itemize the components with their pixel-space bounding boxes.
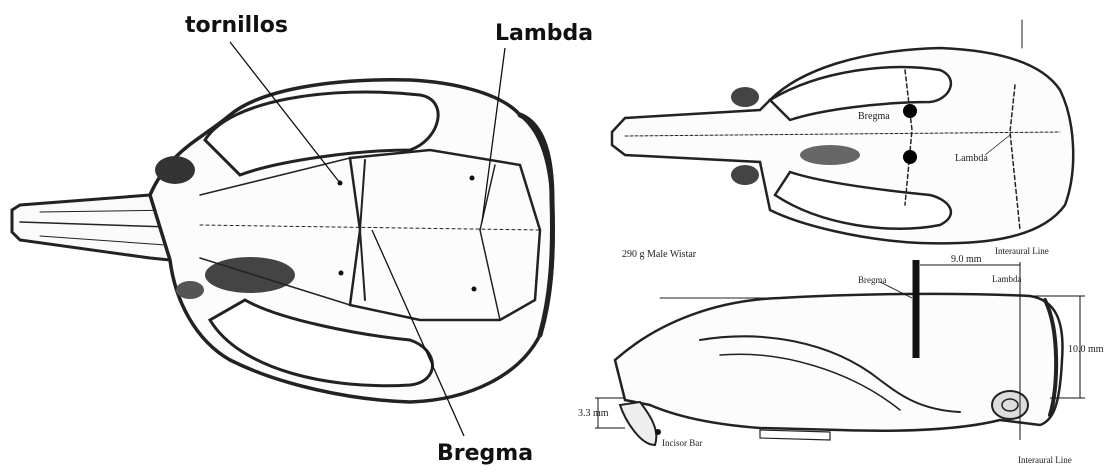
label-tornillos: tornillos [185, 13, 288, 38]
label-bregma-left: Bregma [437, 441, 533, 466]
label-interaural-side: Interaural Line [1018, 455, 1072, 465]
left-skull-dorsal [12, 80, 553, 402]
label-bregma-top: Bregma [858, 111, 890, 122]
label-lambda-top: Lambda [955, 153, 988, 164]
label-incisor-3mm: 3.3 mm [578, 408, 609, 419]
label-bregma-side: Bregma [858, 275, 887, 285]
right-skull-dorsal [612, 20, 1073, 243]
label-lambda-left: Lambda [495, 21, 593, 46]
caption-male-wistar: 290 g Male Wistar [622, 249, 697, 260]
right-skull-lateral [615, 294, 1063, 445]
label-interaural-top: Interaural Line [995, 246, 1049, 256]
label-incisor-bar: Incisor Bar [662, 438, 702, 448]
label-height-10mm: 10.0 mm [1068, 344, 1104, 355]
label-dist-9mm: 9.0 mm [951, 254, 982, 265]
label-lambda-side: Lambda [992, 274, 1022, 284]
incisor-bar-marker [655, 429, 661, 435]
